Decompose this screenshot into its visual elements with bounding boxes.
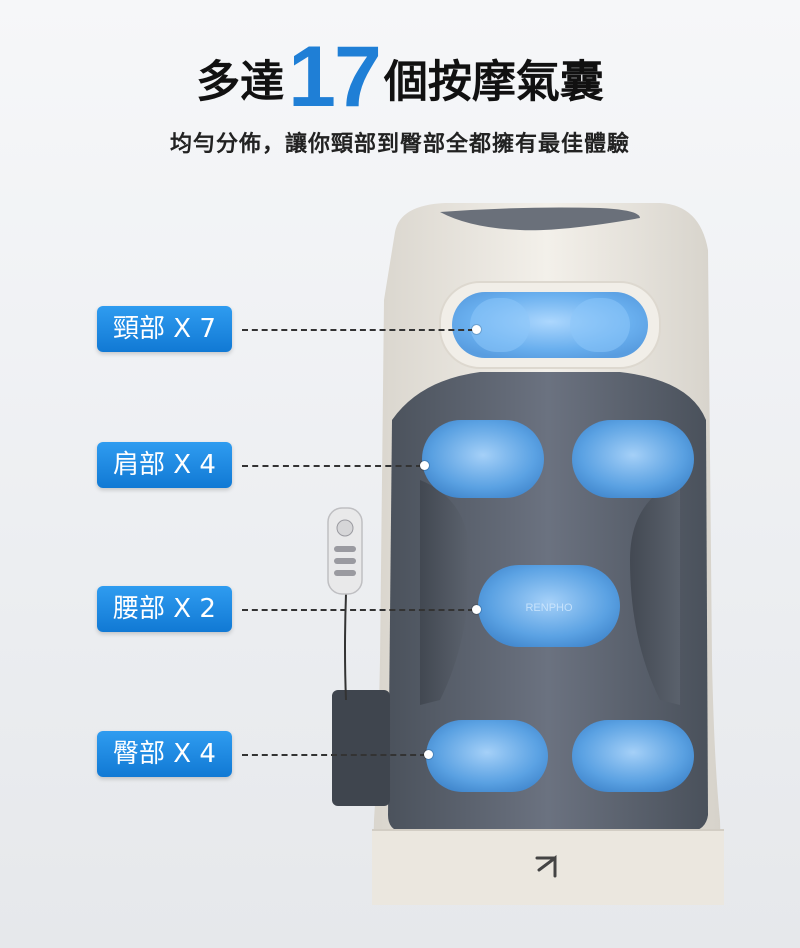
remote-pocket	[332, 690, 390, 806]
leader-line-waist	[242, 609, 474, 611]
cushion-base	[372, 830, 724, 905]
right-mesh-panel	[630, 480, 680, 705]
waist-airbag	[478, 565, 620, 647]
shoulder-airbag-right	[572, 420, 694, 498]
headline-suffix: 個按摩氣囊	[383, 56, 604, 108]
headline-number: 17	[288, 29, 382, 125]
label-neck: 頸部 X 7	[97, 306, 232, 352]
headline: 多達17個按摩氣囊	[0, 28, 800, 127]
leader-line-shoulder	[242, 465, 422, 467]
brand-mark: RENPHO	[525, 602, 573, 614]
label-waist: 腰部 X 2	[97, 586, 232, 632]
remote-cable	[344, 593, 347, 701]
leader-dot-waist	[472, 605, 481, 614]
subheadline: 均勻分佈，讓你頸部到臀部全都擁有最佳體驗	[169, 132, 630, 157]
label-shoulder: 肩部 X 4	[97, 442, 232, 488]
headline-prefix: 多達	[196, 56, 285, 108]
label-hip: 臀部 X 4	[97, 731, 232, 777]
leader-line-hip	[242, 754, 426, 756]
headrest-band	[440, 207, 640, 231]
hip-airbag-left	[426, 720, 548, 792]
left-mesh-panel	[420, 480, 470, 705]
hip-airbag-right	[572, 720, 694, 792]
leader-line-neck	[242, 329, 474, 331]
leader-dot-shoulder	[420, 461, 429, 470]
brand-logo-icon	[535, 855, 557, 878]
shoulder-airbag-left	[422, 420, 544, 498]
leader-dot-neck	[472, 325, 481, 334]
leader-dot-hip	[424, 750, 433, 759]
